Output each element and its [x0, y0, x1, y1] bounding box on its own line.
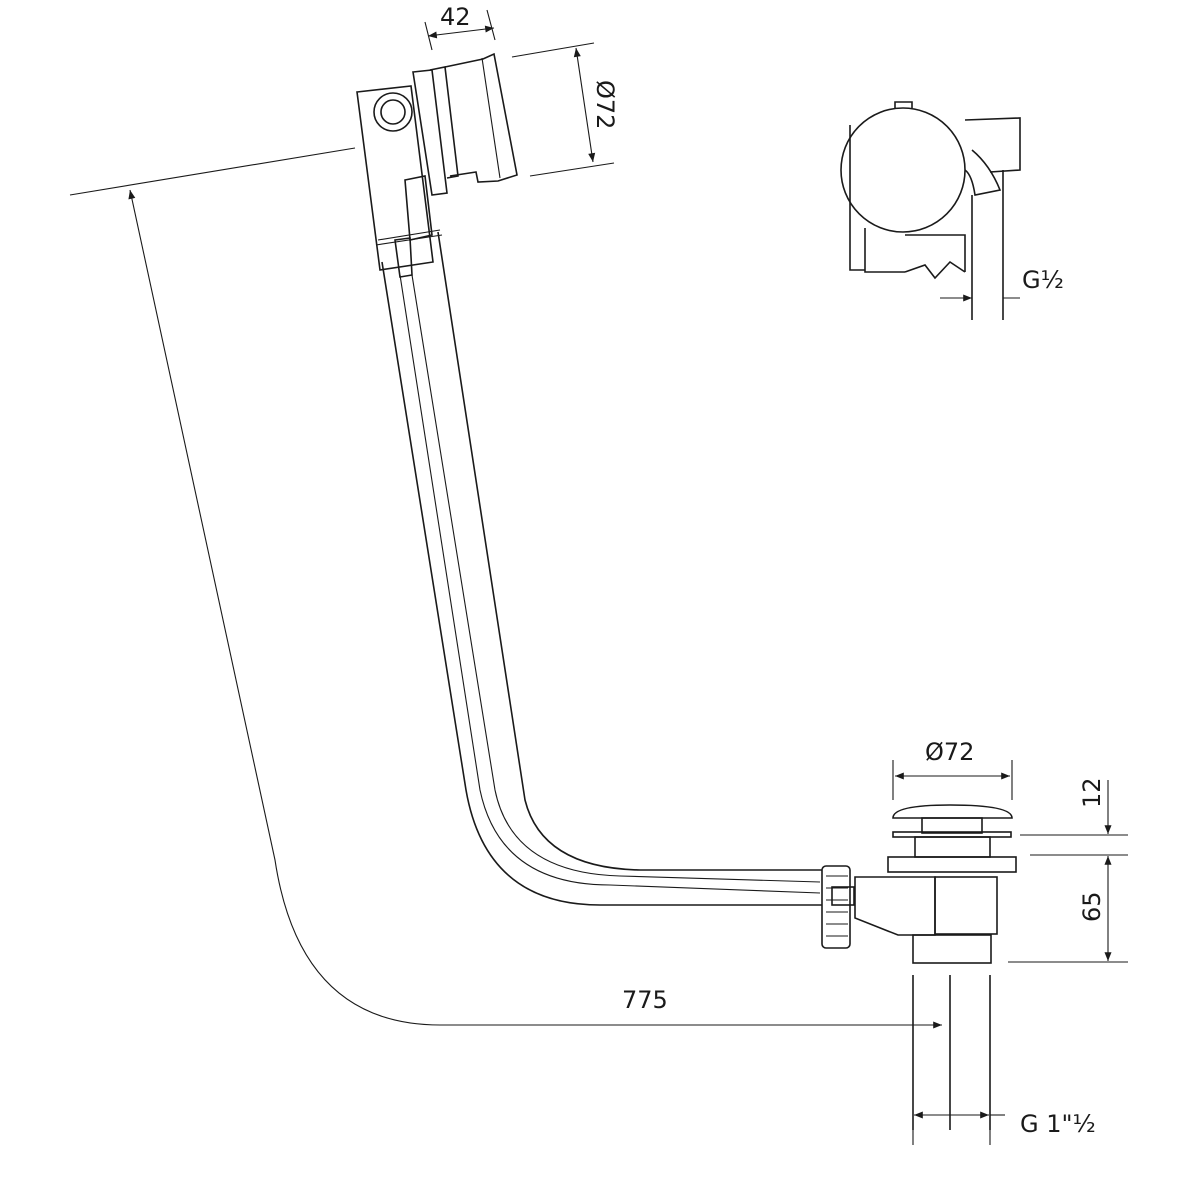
overflow-side-detail [840, 101, 1021, 320]
waste-assembly [821, 804, 1017, 1130]
overflow-head [356, 52, 518, 278]
overflow-depth-label: 42 [440, 3, 471, 31]
dimensions [69, 9, 1128, 1145]
cap-height-label: 12 [1078, 777, 1106, 808]
total-length-label: 775 [622, 986, 668, 1014]
overflow-pipe [381, 231, 822, 906]
overflow-thread-label: G½ [1022, 266, 1064, 294]
waste-thread-label: G 1"½ [1020, 1110, 1096, 1138]
body-height-label: 65 [1078, 891, 1106, 922]
overflow-diameter-label: Ø72 [591, 80, 619, 129]
waste-diameter-label: Ø72 [925, 738, 974, 766]
